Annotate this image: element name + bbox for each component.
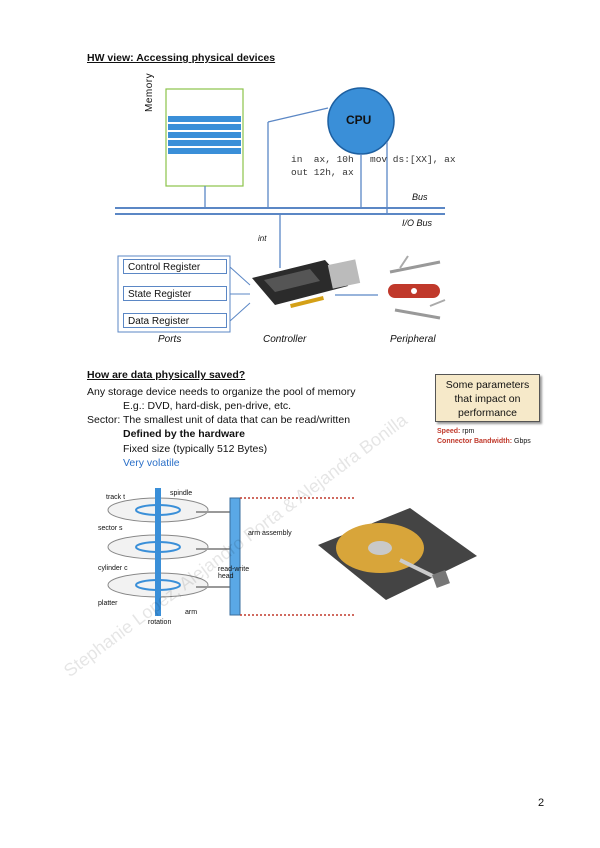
arm-label: arm — [185, 609, 197, 616]
page-number: 2 — [538, 797, 544, 809]
spindle-label: spindle — [170, 490, 192, 497]
sector-label: sector s — [98, 525, 123, 532]
platter-label: platter — [98, 600, 117, 607]
read-write-head-label: read-write head — [218, 566, 258, 580]
hard-disk-image — [318, 508, 477, 600]
cylinder-label: cylinder c — [98, 565, 128, 572]
track-label: track t — [106, 494, 125, 501]
